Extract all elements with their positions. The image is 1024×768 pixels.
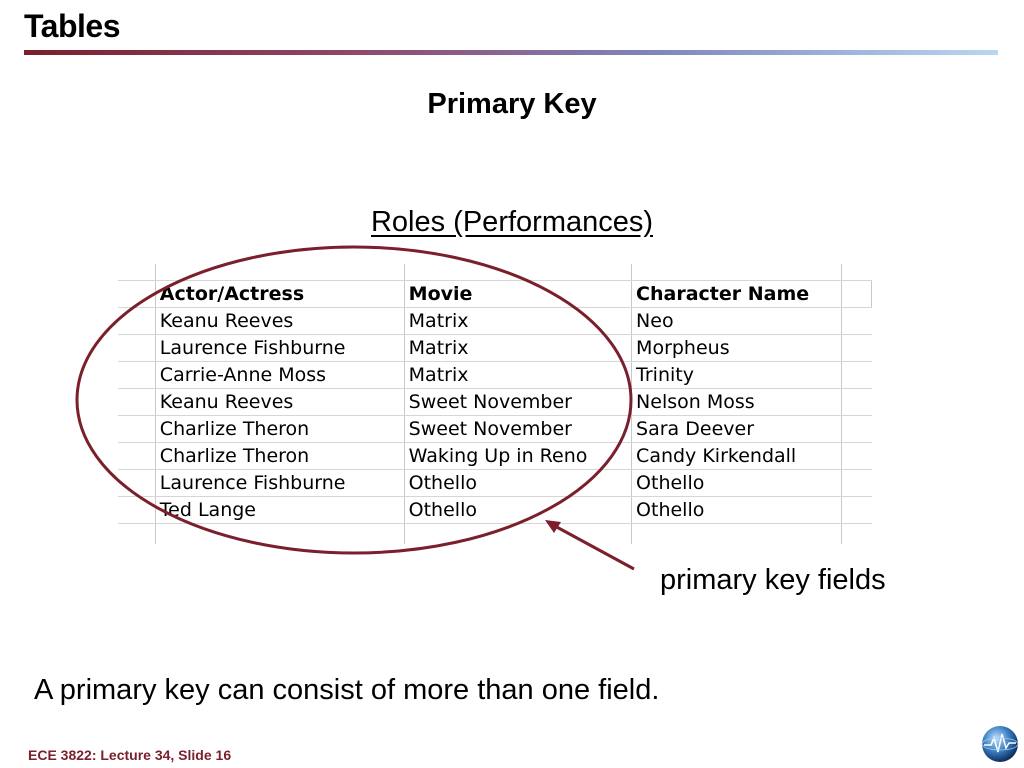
title-rule	[24, 50, 998, 55]
table-tail-row	[118, 523, 872, 544]
cell-character: Neo	[631, 307, 842, 335]
cell-movie: Sweet November	[404, 415, 633, 443]
cell-character: Othello	[631, 469, 842, 497]
table-row: Charlize Theron Waking Up in Reno Candy …	[118, 442, 872, 470]
statement-text: A primary key can consist of more than o…	[34, 674, 660, 706]
cell-actor: Laurence Fishburne	[155, 334, 405, 362]
table-row: Laurence Fishburne Othello Othello	[118, 469, 872, 497]
table-row: Charlize Theron Sweet November Sara Deev…	[118, 415, 872, 443]
table-row: Keanu Reeves Matrix Neo	[118, 307, 872, 335]
cell-actor: Charlize Theron	[155, 442, 405, 470]
slide-subtitle: Primary Key	[427, 88, 597, 120]
cell-character: Nelson Moss	[631, 388, 842, 416]
cell-character: Sara Deever	[631, 415, 842, 443]
callout-text: primary key fields	[660, 564, 886, 596]
table-header-row: Actor/Actress Movie Character Name	[118, 280, 873, 308]
cell-actor: Keanu Reeves	[155, 388, 405, 416]
header-actor: Actor/Actress	[155, 280, 405, 308]
cell-actor: Ted Lange	[155, 496, 405, 524]
cell-movie: Matrix	[404, 307, 633, 335]
roles-table: Actor/Actress Movie Character Name Keanu…	[118, 264, 873, 544]
table-row: Laurence Fishburne Matrix Morpheus	[118, 334, 872, 362]
globe-logo-icon	[981, 726, 1019, 762]
cell-movie: Othello	[404, 469, 633, 497]
cell-movie: Sweet November	[404, 388, 633, 416]
cell-movie: Matrix	[404, 334, 633, 362]
header-movie: Movie	[404, 280, 633, 308]
table-row: Keanu Reeves Sweet November Nelson Moss	[118, 388, 872, 416]
cell-character: Othello	[631, 496, 842, 524]
cell-actor: Keanu Reeves	[155, 307, 405, 335]
cell-actor: Laurence Fishburne	[155, 469, 405, 497]
slide-title: Tables	[24, 8, 121, 44]
cell-character: Morpheus	[631, 334, 842, 362]
cell-actor: Carrie-Anne Moss	[155, 361, 405, 389]
cell-movie: Waking Up in Reno	[404, 442, 633, 470]
roles-table-container: Actor/Actress Movie Character Name Keanu…	[118, 264, 873, 546]
cell-movie: Matrix	[404, 361, 633, 389]
header-character: Character Name	[631, 280, 842, 308]
cell-movie: Othello	[404, 496, 633, 524]
cell-character: Trinity	[631, 361, 842, 389]
table-caption: Roles (Performances)	[370, 206, 654, 238]
cell-character: Candy Kirkendall	[631, 442, 842, 470]
cell-actor: Charlize Theron	[155, 415, 405, 443]
table-row: Ted Lange Othello Othello	[118, 496, 872, 524]
slide-footer: ECE 3822: Lecture 34, Slide 16	[28, 747, 232, 763]
table-row: Carrie-Anne Moss Matrix Trinity	[118, 361, 872, 389]
table-spacer-row	[118, 264, 872, 281]
